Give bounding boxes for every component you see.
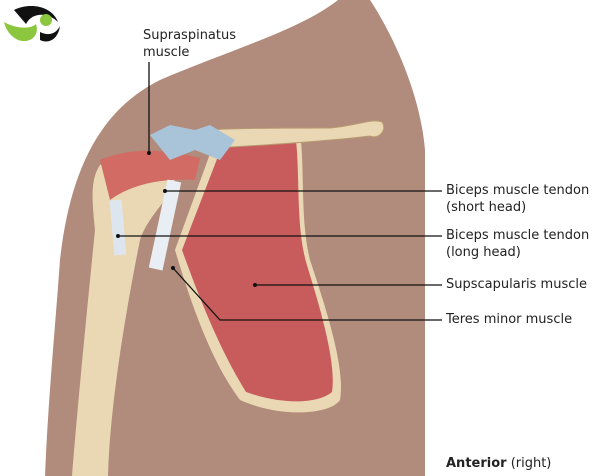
label-subscapularis: Supscapularis muscle (446, 277, 587, 292)
label-text: Supraspinatus (143, 28, 237, 43)
biceps-short-head-tendon (148, 179, 182, 271)
view-caption: Anterior (right) (446, 455, 551, 472)
label-text: (short head) (446, 200, 527, 215)
label-text: Biceps muscle tendon (446, 183, 590, 198)
label-teres-minor: Teres minor muscle (446, 312, 573, 327)
supraspinatus-muscle (100, 150, 200, 200)
logo (4, 6, 60, 42)
ligaments (150, 125, 235, 160)
label-text: muscle (143, 45, 190, 60)
biceps-long-head-tendon (109, 199, 127, 256)
humerus-bone (72, 154, 176, 476)
label-text: (long head) (446, 245, 521, 260)
label-text: Biceps muscle tendon (446, 228, 590, 243)
view-caption-bold: Anterior (446, 456, 507, 471)
subscapularis-muscle (182, 140, 333, 402)
leader-lines (118, 62, 442, 321)
view-caption-rest: (right) (506, 456, 552, 471)
label-biceps-long-head: Biceps muscle tendon (long head) (446, 227, 589, 261)
label-biceps-short-head: Biceps muscle tendon (short head) (446, 182, 589, 216)
label-supraspinatus: Supraspinatus muscle (143, 27, 236, 61)
